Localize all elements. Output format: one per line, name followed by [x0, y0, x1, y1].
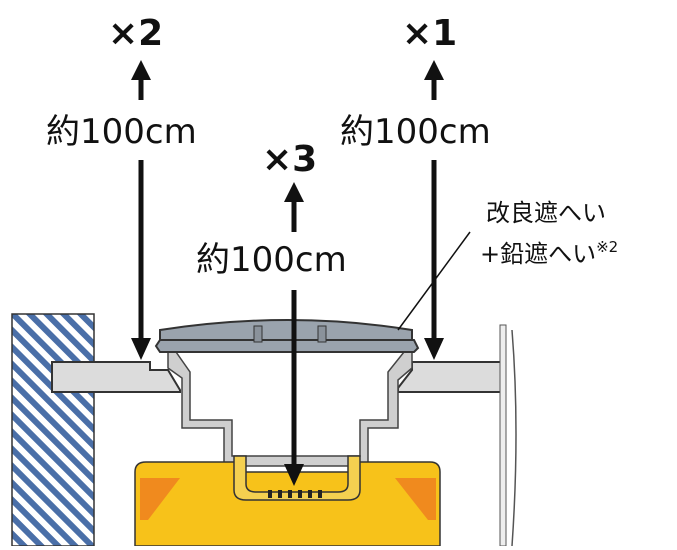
multiplier-x1: ×1	[402, 13, 458, 54]
basket-grid	[268, 490, 322, 498]
multiplier-x2: ×2	[108, 13, 164, 54]
fuel-edge-left	[140, 478, 180, 520]
arrow-x3	[284, 182, 304, 486]
left-wall	[11, 313, 95, 547]
right-pipe	[499, 324, 507, 547]
distance-label-x2: 約100cm	[46, 112, 197, 152]
distance-label-x3: 約100cm	[196, 240, 347, 280]
shield-note-line1: 改良遮へい	[486, 199, 606, 227]
fuel-edge-right	[395, 478, 436, 520]
inner-basket	[233, 455, 361, 501]
shield-lid-top	[159, 319, 413, 341]
left-floor-slab	[51, 361, 181, 393]
right-pipe-curve	[511, 329, 517, 547]
arrow-x2	[131, 60, 151, 360]
shield-note-line2: +鉛遮へい※2	[480, 232, 618, 269]
shield-leader-line	[397, 231, 471, 331]
right-floor-slab	[397, 361, 505, 393]
shield-lid-bottom	[154, 339, 420, 353]
arrow-x1	[424, 60, 444, 360]
lid-bolt-right	[317, 325, 327, 343]
shield-note-footnote: ※2	[596, 238, 619, 256]
vessel-outline	[167, 351, 413, 467]
lid-bolt-left	[253, 325, 263, 343]
multiplier-x3: ×3	[262, 139, 318, 180]
fuel-container	[134, 461, 441, 547]
distance-label-x1: 約100cm	[340, 112, 491, 152]
shield-note-line2-text: +鉛遮へい	[480, 240, 597, 268]
